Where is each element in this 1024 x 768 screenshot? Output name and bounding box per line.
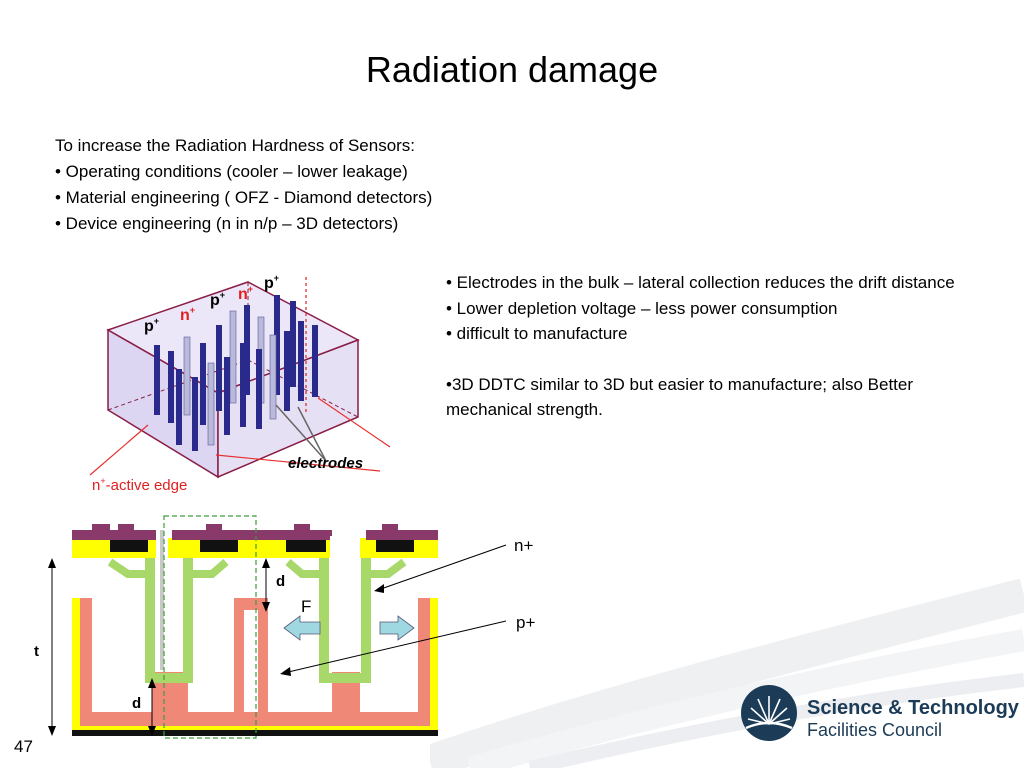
electrode-columns [154,295,318,451]
logo-subtitle: Facilities Council [807,720,943,740]
p-plus-label: p+ [516,613,536,632]
intro-bullet: • Operating conditions (cooler – lower l… [55,162,408,181]
intro-bullet: • Material engineering ( OFZ - Diamond d… [55,188,433,207]
page-number: 47 [14,737,33,756]
n-plus-label: n+ [514,536,534,555]
label-f: F [301,597,311,616]
label-p-plus: p+ [144,316,159,335]
right-bullet: • difficult to manufacture [446,324,628,343]
trench-cross-section-diagram: t d d F [34,515,438,739]
leader-lines [280,544,507,676]
left-arrow [283,615,321,641]
right-note: •3D DDTC similar to 3D but easier to man… [446,374,914,420]
label-p-plus: p+ [264,273,279,292]
stfc-globe-logo-icon [741,685,797,741]
label-t: t [34,643,39,660]
label-d-top: d [276,573,285,590]
edge-label: n+-active edge [92,476,187,494]
label-n-plus: n+ [180,305,195,324]
intro-text-block: To increase the Radiation Hardness of Se… [55,133,575,237]
3d-detector-diagram: p+ n+ p+ n+ p+ electrodes n+-active edge [89,273,391,494]
label-d-bottom: d [132,695,141,712]
right-arrow [379,615,415,641]
label-p-plus: p+ [210,290,225,309]
intro-bullet: • Device engineering (n in n/p – 3D dete… [55,214,399,233]
right-bullet: • Lower depletion voltage – less power c… [446,298,838,318]
label-n-plus: n+ [238,284,253,303]
right-bullet: • Electrodes in the bulk – lateral colle… [446,273,955,292]
intro-heading: To increase the Radiation Hardness of Se… [55,136,416,155]
spacer [446,347,994,372]
logo-title: Science & Technology [807,697,1019,719]
electrodes-label: electrodes [288,455,363,472]
right-text-block: • Electrodes in the bulk – lateral colle… [446,270,994,423]
slide-title: Radiation damage [365,49,659,90]
